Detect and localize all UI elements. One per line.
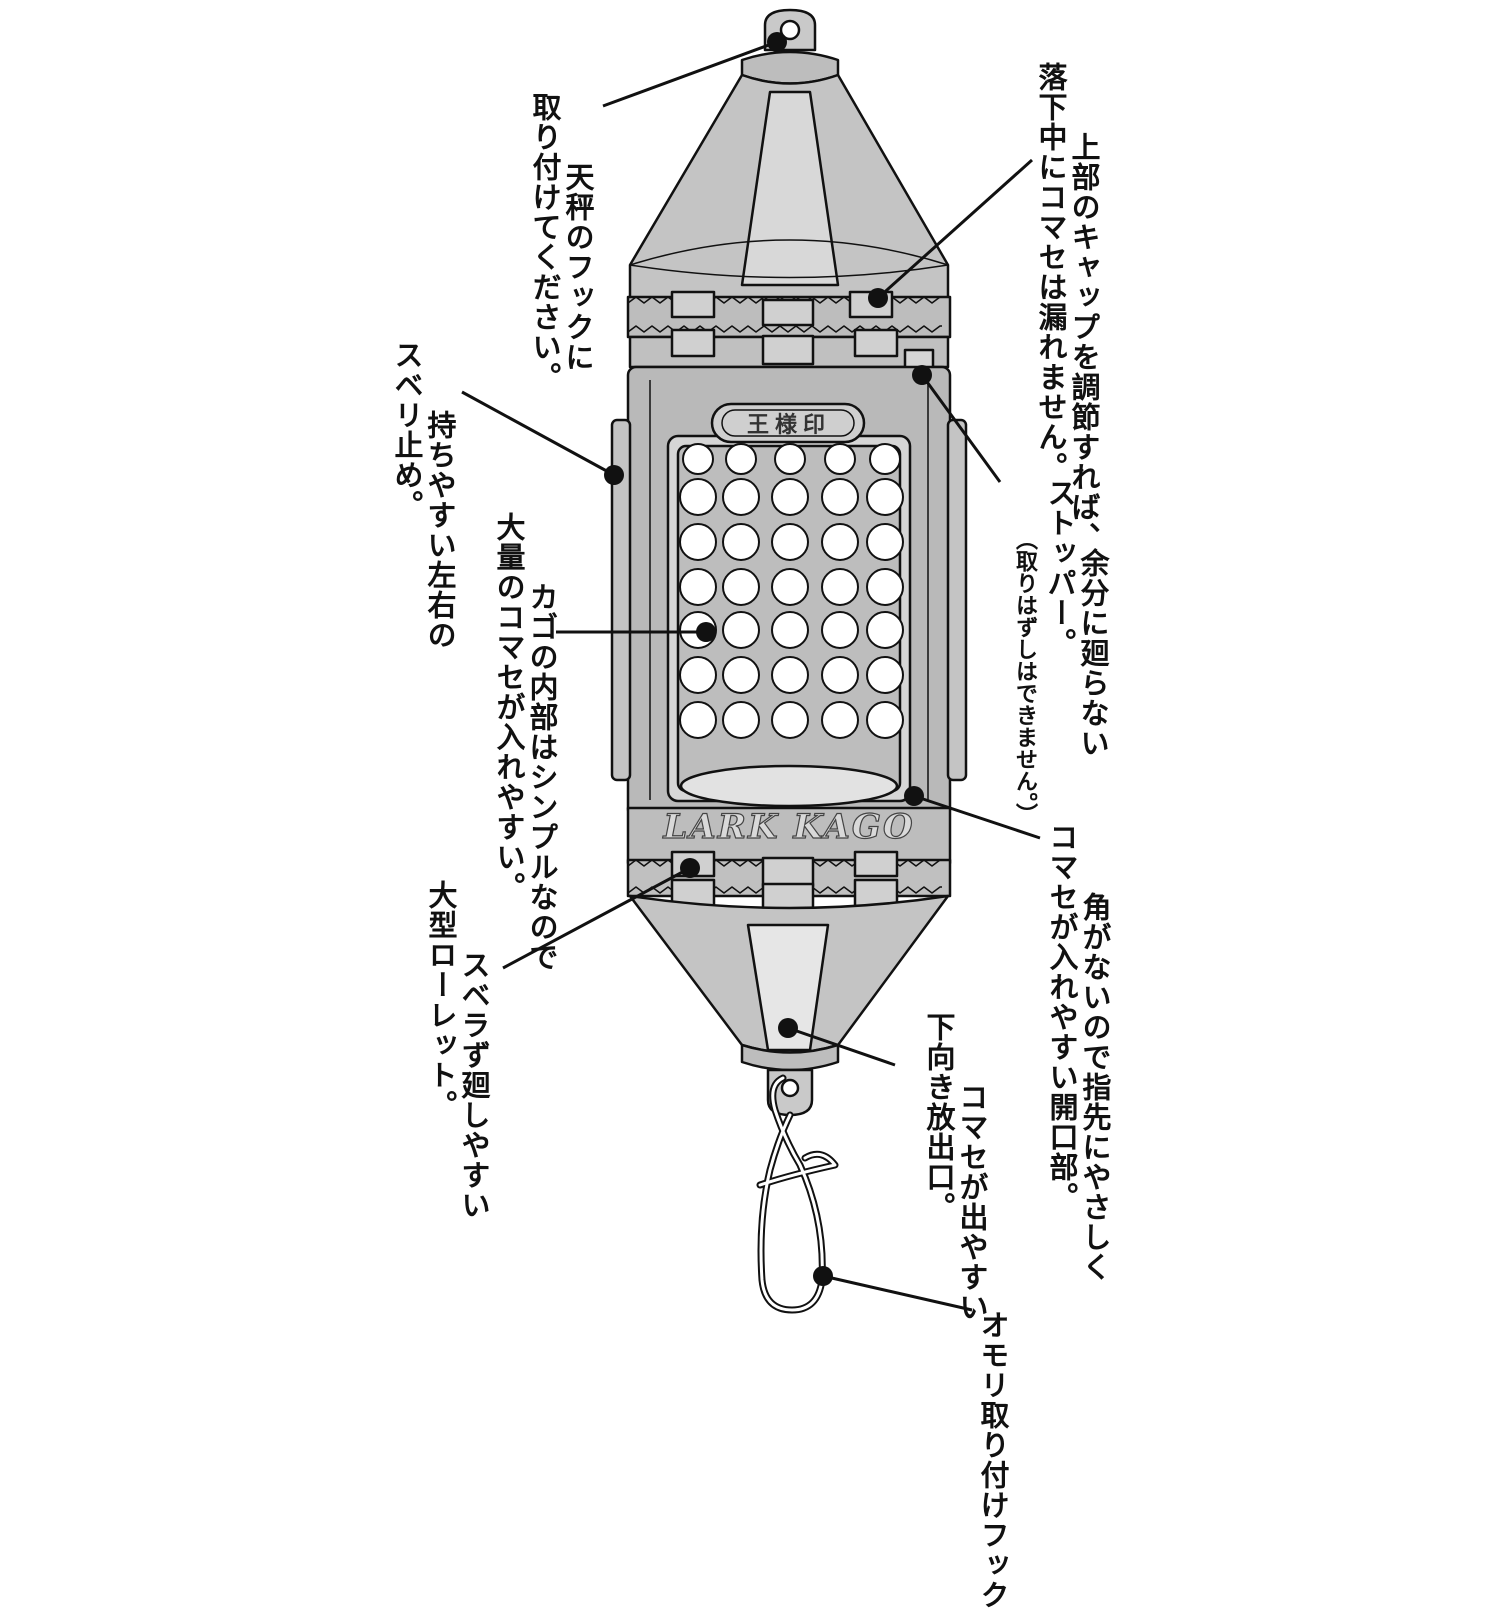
lower-band [626, 806, 952, 912]
label-stopper-note: （取りはずしはできません。） [1011, 478, 1063, 825]
dot-hook-top [767, 32, 787, 52]
basket-hole [771, 568, 809, 606]
basket-hole [821, 656, 859, 694]
dot-side-grip [604, 465, 624, 485]
label-line: カゴの内部はシンプルなので [525, 582, 559, 972]
dot-basket-interior [696, 622, 716, 642]
left-grip [610, 418, 632, 782]
basket-hole [866, 656, 904, 694]
basket-hole [679, 568, 717, 606]
label-line: スベラず廻しやすい [457, 950, 491, 1220]
basket-hole [679, 478, 717, 516]
leader-dots [604, 32, 932, 1286]
label-weight-hook: オモリ取り付けフック [976, 1240, 1042, 1610]
label-outlet: コマセが出やすい下向き放出口。 [922, 1012, 1021, 1322]
basket-hole [866, 568, 904, 606]
label-line: 取り付けてください。 [528, 92, 562, 392]
basket-hole [771, 701, 809, 739]
bait-basket-illustration [610, 8, 968, 1314]
basket-hole [682, 443, 714, 475]
label-line: 大型ローレット。 [424, 880, 458, 1120]
label-line: コマセが出やすい [955, 1082, 989, 1322]
label-line: 持ちやすい左右の [423, 410, 457, 650]
basket-hole [722, 523, 760, 561]
basket-hole [774, 443, 806, 475]
basket-hole [866, 523, 904, 561]
basket-hole [771, 656, 809, 694]
basket-hole [722, 478, 760, 516]
basket-hole [722, 568, 760, 606]
upper-knurl-ring [626, 290, 952, 370]
basket-hole [722, 701, 760, 739]
basket-holes [679, 443, 904, 739]
basket-hole [821, 568, 859, 606]
label-line: 大量のコマセが入れやすい。 [492, 512, 526, 902]
basket-hole [771, 611, 809, 649]
basket-hole [679, 701, 717, 739]
bottom-collar [740, 1043, 840, 1072]
label-line: コマセが入れやすい開口部。 [1045, 822, 1079, 1212]
dot-top-cap [868, 288, 888, 308]
label-line: ストッパー。 [1043, 478, 1077, 658]
basket-hole [866, 478, 904, 516]
basket-hole [821, 701, 859, 739]
basket-hole [679, 523, 717, 561]
label-opening: 角がないので指先にやさしくコマセが入れやすい開口部。 [1045, 822, 1144, 1282]
dot-weight-hook [813, 1266, 833, 1286]
basket-hole [771, 478, 809, 516]
emblem-badge [710, 402, 866, 444]
dot-opening [904, 786, 924, 806]
basket-hole [824, 443, 856, 475]
basket-hole [722, 656, 760, 694]
basket-hole [771, 523, 809, 561]
label-line: スベリ止め。 [390, 340, 424, 520]
label-line: 落下中にコマセは漏れません。 [1034, 62, 1068, 482]
lark-kago-diagram: 王様印 LARK KAGO [461, 8, 1041, 1314]
basket-hole [866, 611, 904, 649]
basket-hole [821, 611, 859, 649]
label-hook-top: 天秤のフックに取り付けてください。 [528, 92, 627, 392]
label-line: オモリ取り付けフック [976, 1310, 1010, 1610]
basket-hole [869, 443, 901, 475]
dot-outlet [778, 1018, 798, 1038]
label-top-cap: 上部のキャップを調節すれば、落下中にコマセは漏れません。 [1034, 62, 1133, 552]
label-basket-interior: カゴの内部はシンプルなので大量のコマセが入れやすい。 [492, 512, 591, 972]
basket-hole [679, 656, 717, 694]
label-knurl: スベラず廻しやすい大型ローレット。 [424, 880, 523, 1220]
dot-knurl [680, 858, 700, 878]
brand-text: LARK KAGO [662, 807, 914, 847]
label-line: 下向き放出口。 [922, 1012, 956, 1222]
emblem-text: 王様印 [747, 412, 831, 438]
label-line: 余分に廻らない [1076, 548, 1110, 758]
snap-hook-inner [758, 1076, 837, 1312]
label-line: 天秤のフックに [561, 162, 595, 372]
basket-hole [821, 523, 859, 561]
leader-lines [461, 40, 1041, 1312]
basket-hole [821, 478, 859, 516]
dot-stopper [912, 365, 932, 385]
right-grip [946, 418, 968, 782]
upper-window [740, 90, 840, 287]
basket-hole [866, 701, 904, 739]
label-line: 上部のキャップを調節すれば、 [1067, 132, 1101, 552]
basket-hole [722, 611, 760, 649]
label-side-grip: 持ちやすい左右のスベリ止め。 [390, 340, 489, 650]
basket-hole [725, 443, 757, 475]
label-line: 角がないので指先にやさしく [1078, 892, 1112, 1282]
label-stopper: 余分に廻らないストッパー。 [1043, 478, 1142, 758]
label-note: （取りはずしはできません。） [1012, 528, 1037, 825]
